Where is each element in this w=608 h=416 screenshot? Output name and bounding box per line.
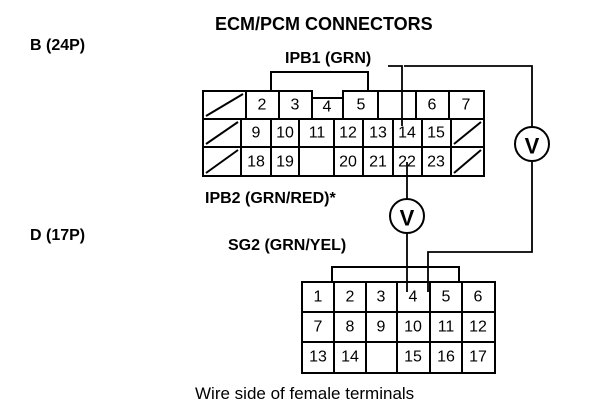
pin-label: 5 xyxy=(357,97,366,114)
connector-b-cavity-empty xyxy=(450,146,485,177)
voltmeter-symbol: V xyxy=(400,206,415,231)
connector-b-lock-tab xyxy=(270,71,369,91)
connector-b-empty-slash xyxy=(453,149,482,174)
pin-label: 8 xyxy=(346,319,355,336)
pin-label: 13 xyxy=(369,125,387,142)
ipb2-label: IPB2 (GRN/RED)* xyxy=(205,190,336,207)
pin-label: 6 xyxy=(428,97,437,114)
voltmeter-circle xyxy=(389,198,425,234)
pin-label: 17 xyxy=(469,349,487,366)
connector-b-cavity xyxy=(270,146,300,177)
connector-b-pins: 2 3 4 5 6 7 9 10 11 12 13 14 15 18 19 20… xyxy=(247,97,470,171)
pin-label: 1 xyxy=(314,289,323,306)
pin-label: 19 xyxy=(276,154,294,171)
pin-label: 11 xyxy=(438,319,455,336)
voltmeter-lower: V xyxy=(389,198,425,234)
pin-label: 14 xyxy=(398,125,416,142)
connector-d xyxy=(301,266,496,374)
pin-label: 13 xyxy=(309,349,327,366)
pin-label: 4 xyxy=(323,99,332,116)
sg2-label: SG2 (GRN/YEL) xyxy=(228,237,346,254)
pin-label: 23 xyxy=(427,154,445,171)
connector-b-gap xyxy=(377,90,417,120)
pin-label: 21 xyxy=(369,154,387,171)
voltmeter-right: V xyxy=(514,126,550,162)
pin-label: 12 xyxy=(469,319,487,336)
pin-label: 9 xyxy=(252,125,261,142)
voltmeter-symbol: V xyxy=(525,134,540,159)
connector-d-lock-tab xyxy=(331,266,460,282)
connector-b-empty-slash xyxy=(205,149,239,174)
wire-b14-to-meter xyxy=(404,65,533,126)
pin-label: 2 xyxy=(258,97,267,114)
pin-label: 7 xyxy=(462,97,471,114)
pin-label: 16 xyxy=(437,349,455,366)
connector-b-empty-slash xyxy=(453,121,482,145)
connector-b-empty-slash xyxy=(205,121,239,145)
pin-label: 4 xyxy=(409,289,418,306)
pin-label: 20 xyxy=(339,154,357,171)
pin-label: 18 xyxy=(247,154,265,171)
pin-label: 10 xyxy=(276,125,294,142)
connector-b-label: B (24P) xyxy=(30,37,85,54)
pin-label: 3 xyxy=(377,289,386,306)
ipb1-leader-line xyxy=(388,65,403,126)
connector-d-pins: 1 2 3 4 5 6 7 8 9 10 11 12 13 14 15 16 1… xyxy=(309,289,487,366)
pin-label: 12 xyxy=(339,125,357,142)
voltmeter-circle xyxy=(514,126,550,162)
connector-d-body xyxy=(301,281,496,374)
pin-label: 7 xyxy=(314,319,323,336)
connector-d-label: D (17P) xyxy=(30,227,85,244)
pin-label: 14 xyxy=(341,349,359,366)
pin-label: 9 xyxy=(377,319,386,336)
pin-label: 15 xyxy=(427,125,445,142)
caption: Wire side of female terminals xyxy=(195,384,414,403)
pin-label: 11 xyxy=(309,125,326,142)
pin-label: 3 xyxy=(291,97,300,114)
connector-b-empty-slash xyxy=(205,93,244,117)
connector-b xyxy=(202,71,485,177)
connector-d-cavity xyxy=(461,341,496,374)
pin-label: 10 xyxy=(404,319,422,336)
pin-label: 6 xyxy=(474,289,483,306)
pin-label: 15 xyxy=(404,349,422,366)
ipb1-label: IPB1 (GRN) xyxy=(285,50,371,67)
wire-meter-to-d10 xyxy=(427,162,533,292)
pin-label: 5 xyxy=(442,289,451,306)
test-wiring xyxy=(388,65,533,292)
pin-label: 2 xyxy=(346,289,355,306)
diagram-title: ECM/PCM CONNECTORS xyxy=(215,14,433,34)
connector-d-cavity xyxy=(333,341,367,374)
